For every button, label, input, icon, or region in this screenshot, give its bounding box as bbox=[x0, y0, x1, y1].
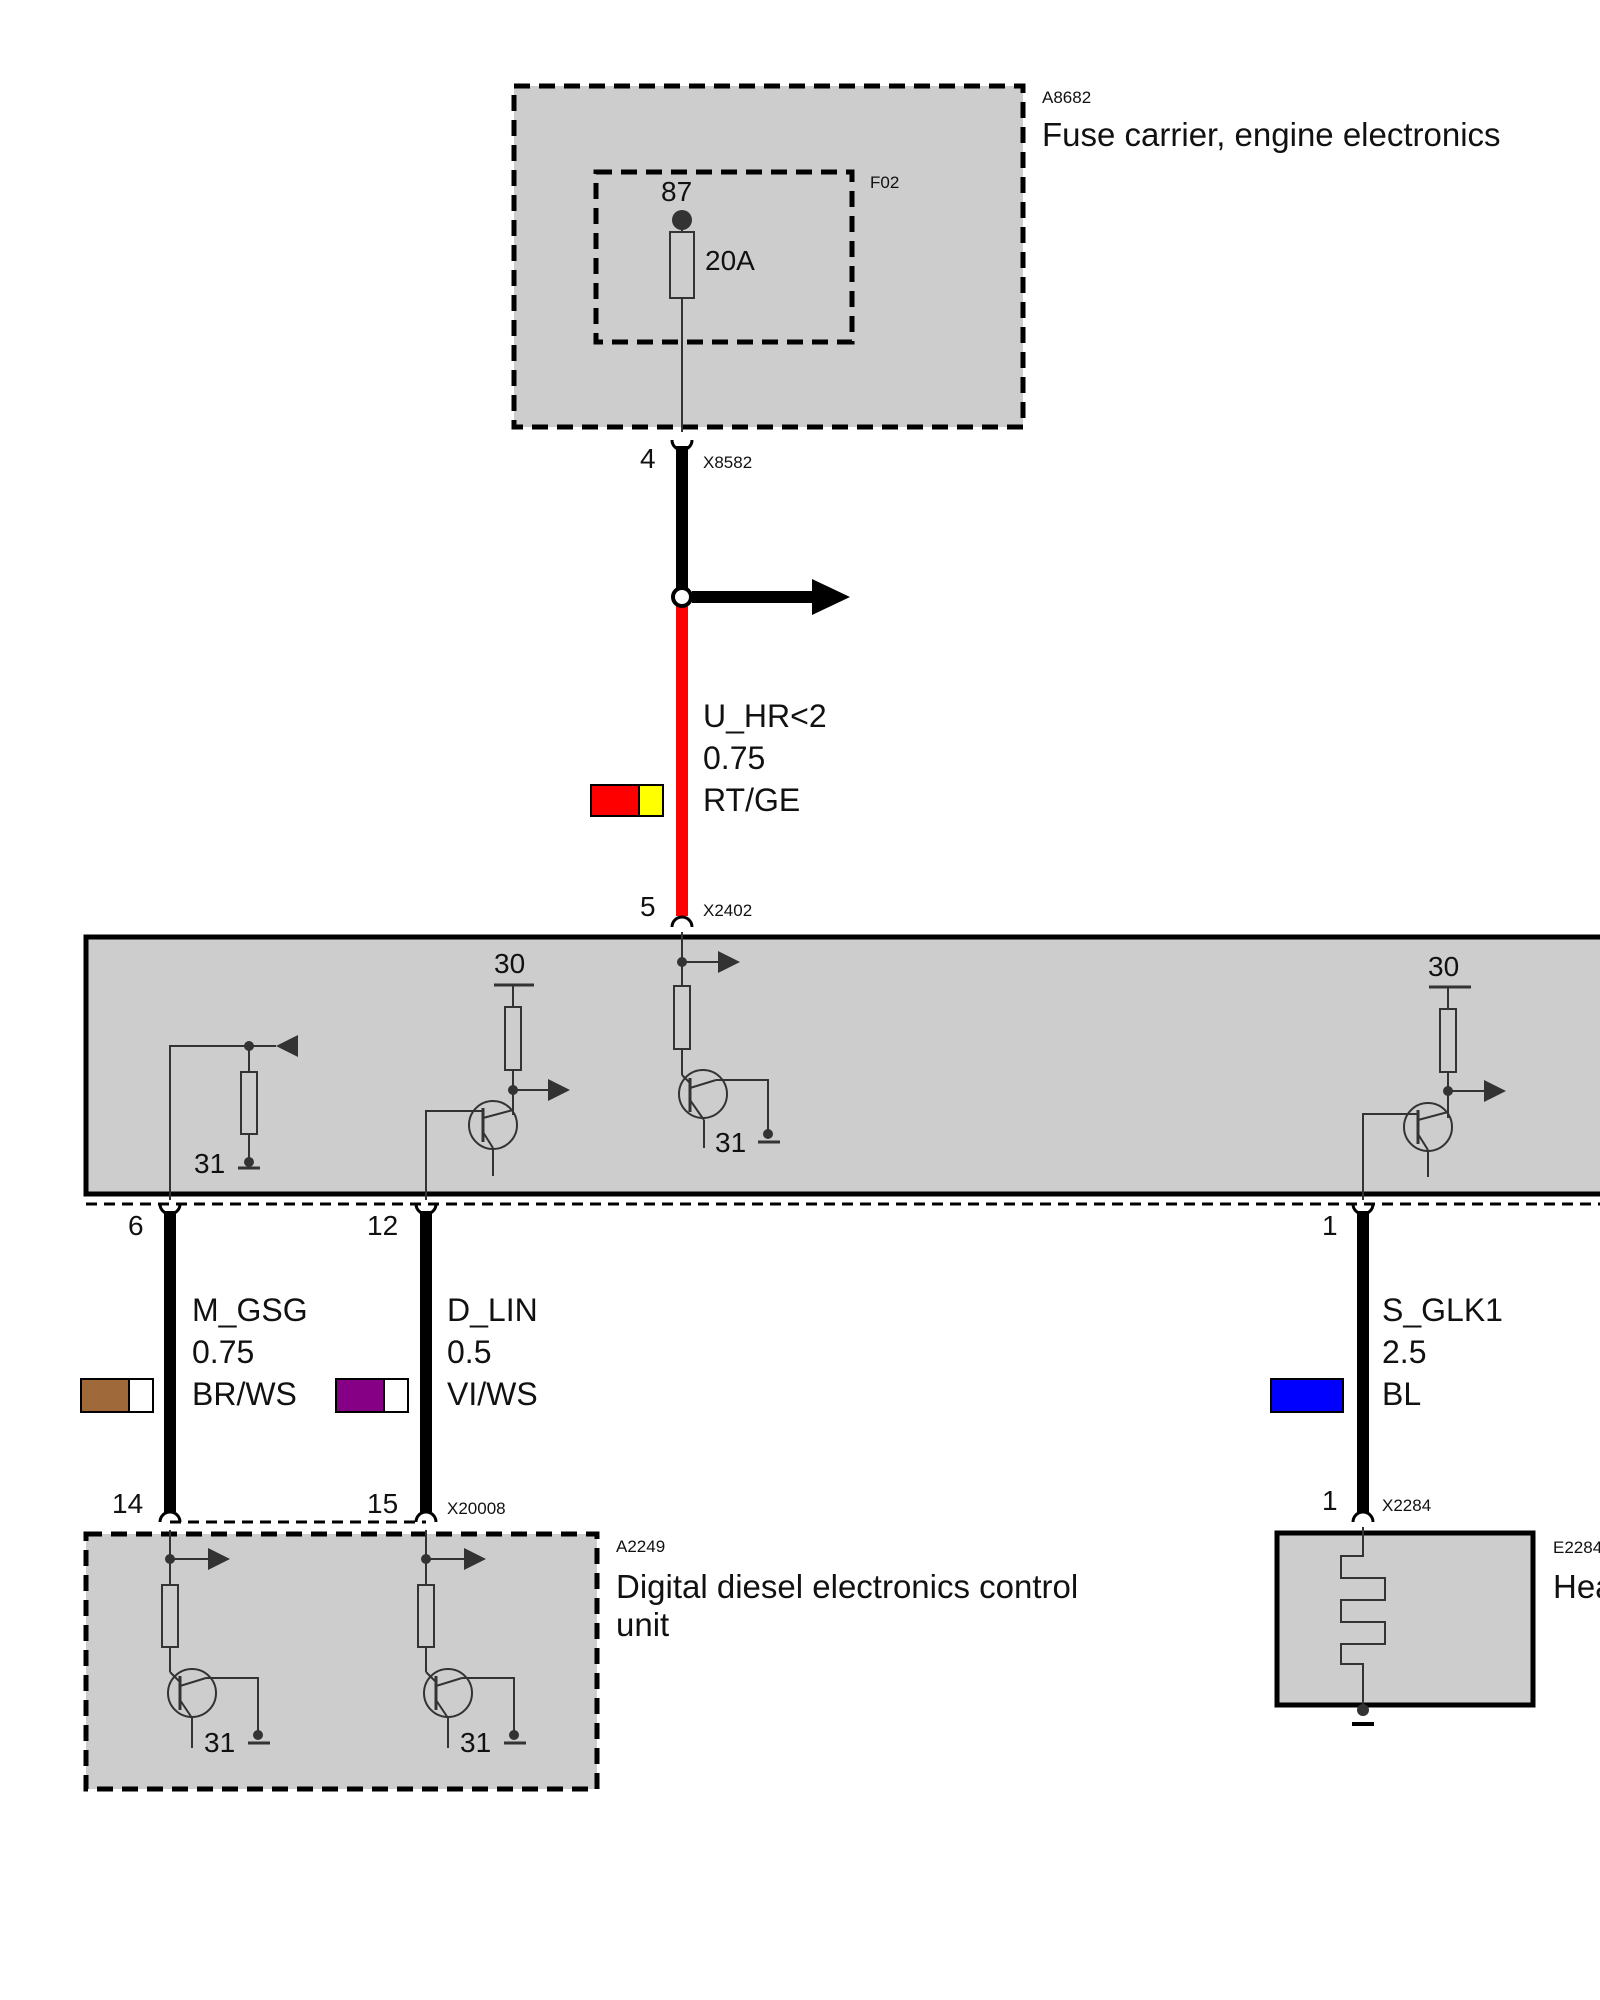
connector-x20008-pin-15: 15 bbox=[367, 1488, 398, 1519]
dde-title-line1: Digital diesel electronics control bbox=[616, 1568, 1078, 1605]
dde-box bbox=[83, 1531, 600, 1792]
dde-circuit-pin14: 31 bbox=[161, 1530, 270, 1758]
module-pin-1: 1 bbox=[1322, 1210, 1338, 1241]
wire-d-lin-color: VI/WS bbox=[447, 1376, 538, 1412]
ground-label: 31 bbox=[715, 1127, 746, 1158]
connector-x2284-id: X2284 bbox=[1382, 1496, 1431, 1515]
heater-title: Hea bbox=[1553, 1568, 1600, 1605]
connector-x2402: 5 X2402 bbox=[640, 891, 752, 928]
heater-id: E2284 bbox=[1553, 1538, 1600, 1557]
heating-coil bbox=[1340, 1527, 1386, 1710]
output-arrow-icon bbox=[548, 1079, 570, 1101]
circuit-transistor-pin5: 31 bbox=[673, 932, 780, 1158]
wire-m-gsg-signal: M_GSG bbox=[192, 1292, 308, 1328]
module-pin-12: 12 bbox=[367, 1210, 398, 1241]
wire-u-hr-color: RT/GE bbox=[703, 782, 800, 818]
main-module-box bbox=[83, 934, 1600, 1197]
wire-u-hr-gauge: 0.75 bbox=[703, 740, 765, 776]
connector-x2284: 1 X2284 bbox=[1322, 1485, 1431, 1523]
connector-x8582-pin: 4 bbox=[640, 443, 656, 474]
fuse-element bbox=[669, 231, 695, 299]
ground-label: 31 bbox=[460, 1727, 491, 1758]
resistor bbox=[1439, 1008, 1457, 1073]
fuse-carrier-id: A8682 bbox=[1042, 88, 1091, 107]
wire-m-gsg: M_GSG 0.75 BR/WS bbox=[80, 1211, 308, 1512]
main-module: 31 30 bbox=[83, 932, 1600, 1206]
connector-x8582: 4 X8582 bbox=[640, 439, 752, 474]
supply-label: 30 bbox=[494, 948, 525, 979]
fuse-carrier-title: Fuse carrier, engine electronics bbox=[1042, 116, 1501, 153]
resistor bbox=[673, 985, 691, 1050]
wire-s-glk1-swatch bbox=[1270, 1378, 1344, 1413]
connector-x20008: 14 15 X20008 bbox=[112, 1488, 506, 1524]
output-arrow-icon bbox=[208, 1548, 230, 1570]
wire-m-gsg-color: BR/WS bbox=[192, 1376, 297, 1412]
wire-d-lin-signal: D_LIN bbox=[447, 1292, 538, 1328]
resistor bbox=[161, 1584, 179, 1648]
resistor bbox=[417, 1584, 435, 1648]
wire-u-hr-swatch bbox=[590, 784, 664, 817]
continuation-arrow-icon bbox=[812, 579, 850, 615]
ground-label: 31 bbox=[194, 1148, 225, 1179]
circuit-transistor-pin12: 30 bbox=[425, 948, 570, 1200]
fuse-id: F02 bbox=[870, 173, 899, 192]
dde-id: A2249 bbox=[616, 1537, 665, 1556]
dde-title-line2: unit bbox=[616, 1606, 669, 1643]
heater-element: E2284 Hea bbox=[1274, 1527, 1600, 1726]
fuse-carrier: A8682 Fuse carrier, engine electronics F… bbox=[511, 83, 1501, 432]
ground-label: 31 bbox=[204, 1727, 235, 1758]
wire-s-glk1-color: BL bbox=[1382, 1376, 1421, 1412]
splice-node bbox=[671, 586, 693, 608]
circuit-input-pin6: 31 bbox=[169, 1035, 298, 1200]
fuse-carrier-box bbox=[511, 83, 1026, 430]
module-connector-pins: 6 12 1 bbox=[128, 1203, 1375, 1241]
heater-box bbox=[1274, 1530, 1536, 1708]
dde-control-unit: A2249 Digital diesel electronics control… bbox=[83, 1530, 1078, 1792]
wire-u-hr-signal: U_HR<2 bbox=[703, 698, 827, 734]
output-arrow-icon bbox=[1484, 1080, 1506, 1102]
connector-x2402-pin: 5 bbox=[640, 891, 656, 922]
wire-d-lin-swatch bbox=[335, 1378, 409, 1413]
wire-s-glk1-gauge: 2.5 bbox=[1382, 1334, 1426, 1370]
wire-d-lin-gauge: 0.5 bbox=[447, 1334, 491, 1370]
output-arrow-icon bbox=[464, 1548, 486, 1570]
wire-s-glk1: S_GLK1 2.5 BL bbox=[1270, 1211, 1503, 1512]
circuit-transistor-pin1: 30 bbox=[1362, 951, 1506, 1200]
connector-x2284-pin: 1 bbox=[1322, 1485, 1338, 1516]
module-pin-6: 6 bbox=[128, 1210, 144, 1241]
supply-label: 30 bbox=[1428, 951, 1459, 982]
connector-x8582-id: X8582 bbox=[703, 453, 752, 472]
fuse-terminal-label: 87 bbox=[661, 176, 692, 207]
wire-s-glk1-signal: S_GLK1 bbox=[1382, 1292, 1503, 1328]
output-arrow-icon bbox=[718, 951, 740, 973]
dde-circuit-pin15: 31 bbox=[417, 1530, 526, 1758]
connector-x2402-id: X2402 bbox=[703, 901, 752, 920]
connector-x2402-socket bbox=[670, 915, 694, 928]
wire-m-gsg-gauge: 0.75 bbox=[192, 1334, 254, 1370]
connector-x20008-id: X20008 bbox=[447, 1499, 506, 1518]
fuse-rating: 20A bbox=[705, 245, 755, 276]
input-arrow-icon bbox=[276, 1035, 298, 1057]
wire-u-hr: U_HR<2 0.75 RT/GE bbox=[590, 446, 850, 916]
resistor bbox=[504, 1006, 522, 1071]
resistor bbox=[240, 1071, 258, 1135]
fuse-f02-box bbox=[593, 169, 855, 345]
wire-m-gsg-swatch bbox=[80, 1378, 154, 1413]
connector-x20008-pin-14: 14 bbox=[112, 1488, 143, 1519]
wire-d-lin: D_LIN 0.5 VI/WS bbox=[335, 1211, 538, 1512]
